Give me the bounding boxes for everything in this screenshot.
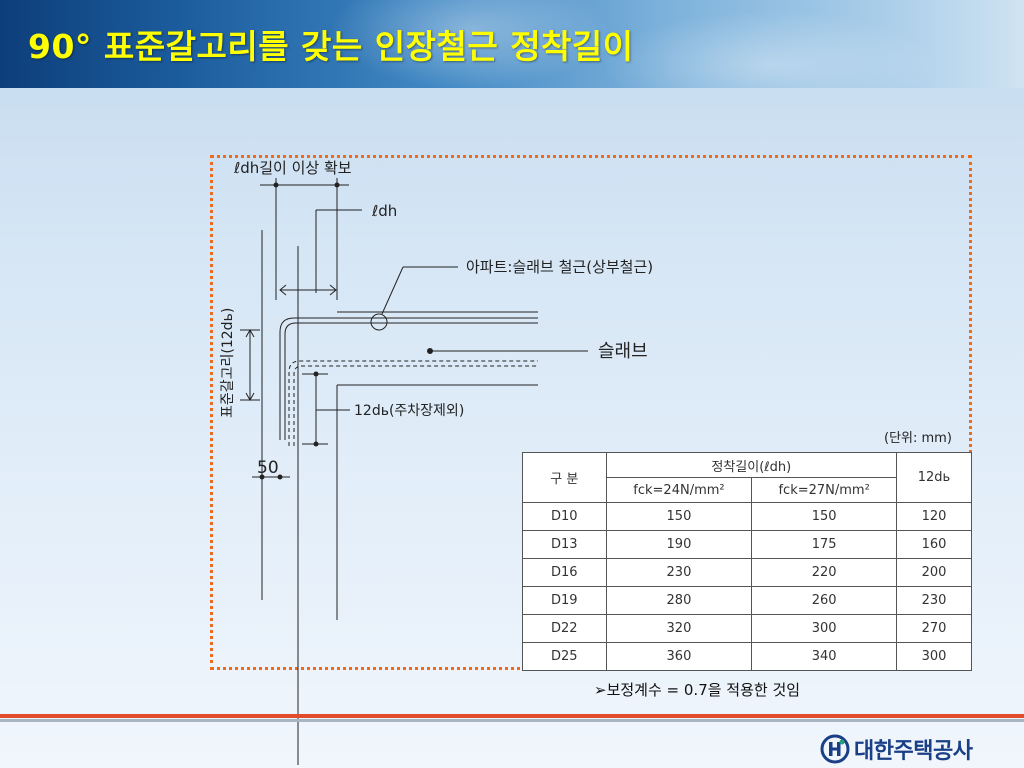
cell-12db: 270: [896, 614, 972, 643]
header-fck27: fck=27N/mm²: [751, 477, 897, 503]
label-standard-hook: 표준갈고리(12dь): [220, 308, 236, 418]
footer-divider: [0, 719, 1024, 722]
table-row: D22 320 300 270: [522, 614, 972, 643]
table-row: D25 360 340 300: [522, 642, 972, 671]
footer-accent-bar: [0, 714, 1024, 718]
unit-label: (단위: mm): [884, 431, 952, 446]
anchorage-length-table: 구 분 정착길이(ℓdh) 12dь fck=24N/mm² fck=27N/m…: [522, 452, 972, 671]
cell-fck27: 340: [751, 642, 897, 671]
cell-12db: 300: [896, 642, 972, 671]
cell-fck27: 220: [751, 558, 897, 587]
cell-fck27: 150: [751, 502, 897, 531]
cell-rebar-size: D22: [522, 614, 607, 643]
cell-fck24: 360: [605, 642, 753, 671]
note-text: 보정계수 = 0.7을 적용한 것임: [606, 681, 801, 699]
company-name: 대한주택공사: [854, 739, 973, 764]
cell-fck27: 175: [751, 530, 897, 559]
cell-12db: 230: [896, 586, 972, 615]
label-12db-excl-parking: 12dь(주차장제외): [354, 403, 464, 419]
cell-fck27: 300: [751, 614, 897, 643]
cell-fck24: 280: [605, 586, 753, 615]
cell-rebar-size: D25: [522, 642, 607, 671]
label-ldh: ℓdh: [371, 202, 397, 220]
cell-fck24: 150: [605, 502, 753, 531]
company-logo: 대한주택공사: [820, 732, 973, 766]
label-slab: 슬래브: [598, 341, 648, 362]
table-row: D16 230 220 200: [522, 558, 972, 587]
header-banner: 90° 표준갈고리를 갖는 인장철근 정착길이: [0, 0, 1024, 88]
arrow-bullet-icon: ➢: [594, 681, 607, 699]
label-ldh-secure: ℓdh길이 이상 확보: [233, 159, 352, 177]
header-12db: 12dь: [896, 452, 972, 503]
page-title: 90° 표준갈고리를 갖는 인장철근 정착길이: [28, 27, 634, 66]
cell-fck24: 230: [605, 558, 753, 587]
company-emblem-icon: [820, 734, 850, 764]
header-anchor-length: 정착길이(ℓdh): [605, 452, 898, 478]
cell-fck27: 260: [751, 586, 897, 615]
cell-rebar-size: D13: [522, 530, 607, 559]
banner-highlight: [330, 0, 610, 88]
cell-12db: 120: [896, 502, 972, 531]
header-fck24: fck=24N/mm²: [605, 477, 753, 503]
table-row: D19 280 260 230: [522, 586, 972, 615]
table-row: D10 150 150 120: [522, 502, 972, 531]
label-apt-slab-rebar: 아파트:슬래브 철근(상부철근): [466, 258, 653, 276]
cell-rebar-size: D19: [522, 586, 607, 615]
cell-rebar-size: D16: [522, 558, 607, 587]
cell-fck24: 190: [605, 530, 753, 559]
cell-fck24: 320: [605, 614, 753, 643]
label-50: 50: [257, 458, 279, 478]
cell-rebar-size: D10: [522, 502, 607, 531]
correction-factor-note: ➢보정계수 = 0.7을 적용한 것임: [594, 679, 800, 700]
cell-12db: 160: [896, 530, 972, 559]
table-row: D13 190 175 160: [522, 530, 972, 559]
header-division: 구 분: [522, 452, 607, 503]
cell-12db: 200: [896, 558, 972, 587]
